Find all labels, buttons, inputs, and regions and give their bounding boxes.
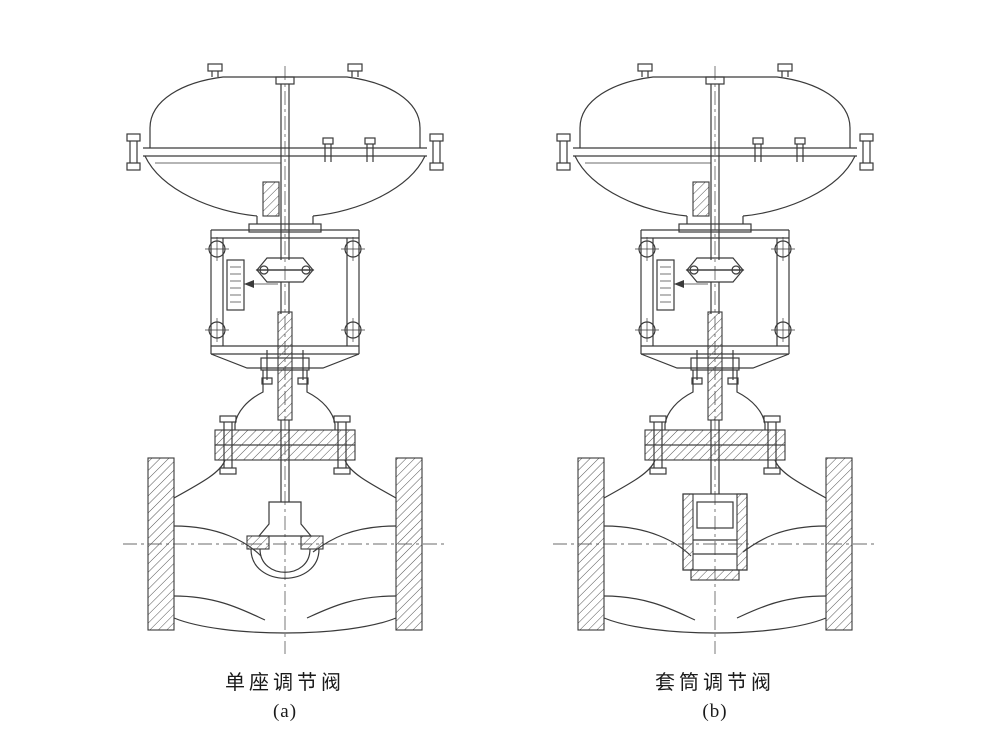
figure-a-label: (a)	[272, 701, 298, 722]
single-seat-valve-drawing	[122, 63, 448, 655]
cage-valve-drawing	[552, 63, 878, 655]
figure-b-caption: 套筒调节阀	[655, 672, 775, 694]
figure-b-label: (b)	[702, 701, 728, 722]
figure-single-seat-valve: 单座调节阀 (a)	[115, 62, 455, 723]
figure-a-caption: 单座调节阀	[225, 672, 345, 694]
figure-cage-valve: 套筒调节阀 (b)	[545, 62, 885, 723]
